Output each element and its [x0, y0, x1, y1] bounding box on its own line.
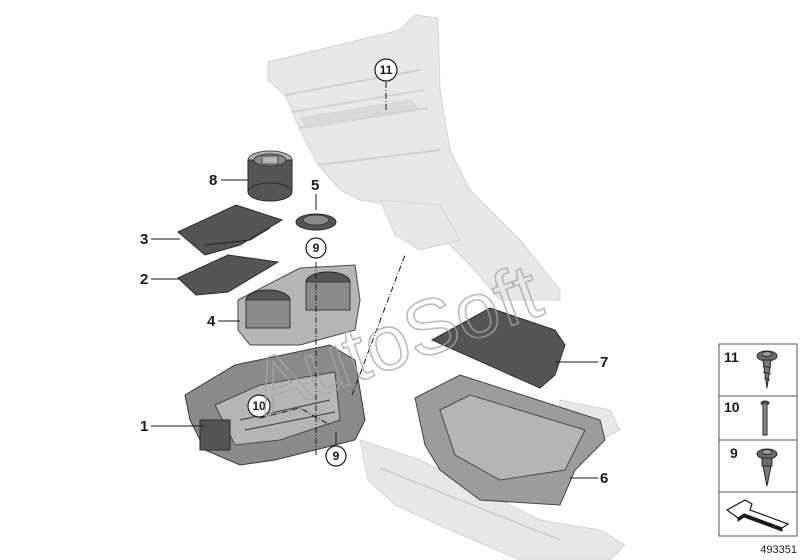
svg-text:2: 2: [140, 271, 148, 288]
pin-bolt-icon: [760, 400, 770, 436]
svg-text:5: 5: [311, 177, 319, 194]
part-5-round-cap: [295, 213, 337, 231]
screw-flange-icon: [756, 350, 778, 389]
legend-cell-10: [718, 395, 798, 441]
svg-text:8: 8: [209, 172, 217, 189]
svg-text:11: 11: [724, 349, 739, 365]
callout-8: 8: [209, 172, 248, 189]
direction-arrow-icon: [725, 499, 790, 532]
part-7-compartment-mat: [430, 307, 566, 389]
svg-text:11: 11: [380, 63, 393, 77]
part-8-cupholder-insert: [247, 150, 293, 202]
part-3-storage-mat: [177, 204, 284, 256]
callout-5: 5: [311, 177, 319, 210]
part-1-console-carrier: [184, 344, 366, 466]
svg-text:9: 9: [333, 449, 340, 463]
svg-text:9: 9: [313, 241, 320, 255]
screw-washer-icon: [756, 448, 778, 487]
svg-text:7: 7: [600, 354, 608, 371]
svg-text:1: 1: [140, 418, 148, 435]
callout-7: 7: [555, 354, 608, 371]
callout-11: 11: [374, 58, 398, 82]
callout-3: 3: [140, 231, 180, 248]
svg-text:10: 10: [724, 399, 740, 415]
callout-1: 1: [140, 418, 205, 435]
part-4-cupholder-module: [237, 264, 361, 346]
callout-9-bottom: 9: [325, 432, 347, 467]
legend-cell-11: [718, 343, 798, 397]
callout-10: 10: [247, 394, 271, 418]
part-11-center-trim: [299, 99, 420, 129]
svg-text:10: 10: [252, 399, 266, 413]
assembly-lines: [259, 82, 406, 455]
callout-4: 4: [207, 313, 240, 330]
svg-text:6: 6: [600, 470, 608, 487]
svg-text:3: 3: [140, 231, 148, 248]
part-2-tray-mat: [177, 254, 280, 296]
callout-9-top: 9: [305, 237, 327, 259]
fastener-legend: 11 10 9: [718, 343, 798, 537]
diagram-number: 493351: [760, 544, 797, 556]
svg-text:4: 4: [207, 313, 216, 330]
callout-6: 6: [570, 470, 608, 487]
part-6-storage-compartment: [414, 374, 606, 506]
svg-text:9: 9: [730, 445, 738, 461]
legend-cell-9: [718, 439, 798, 493]
callout-2: 2: [140, 271, 180, 288]
